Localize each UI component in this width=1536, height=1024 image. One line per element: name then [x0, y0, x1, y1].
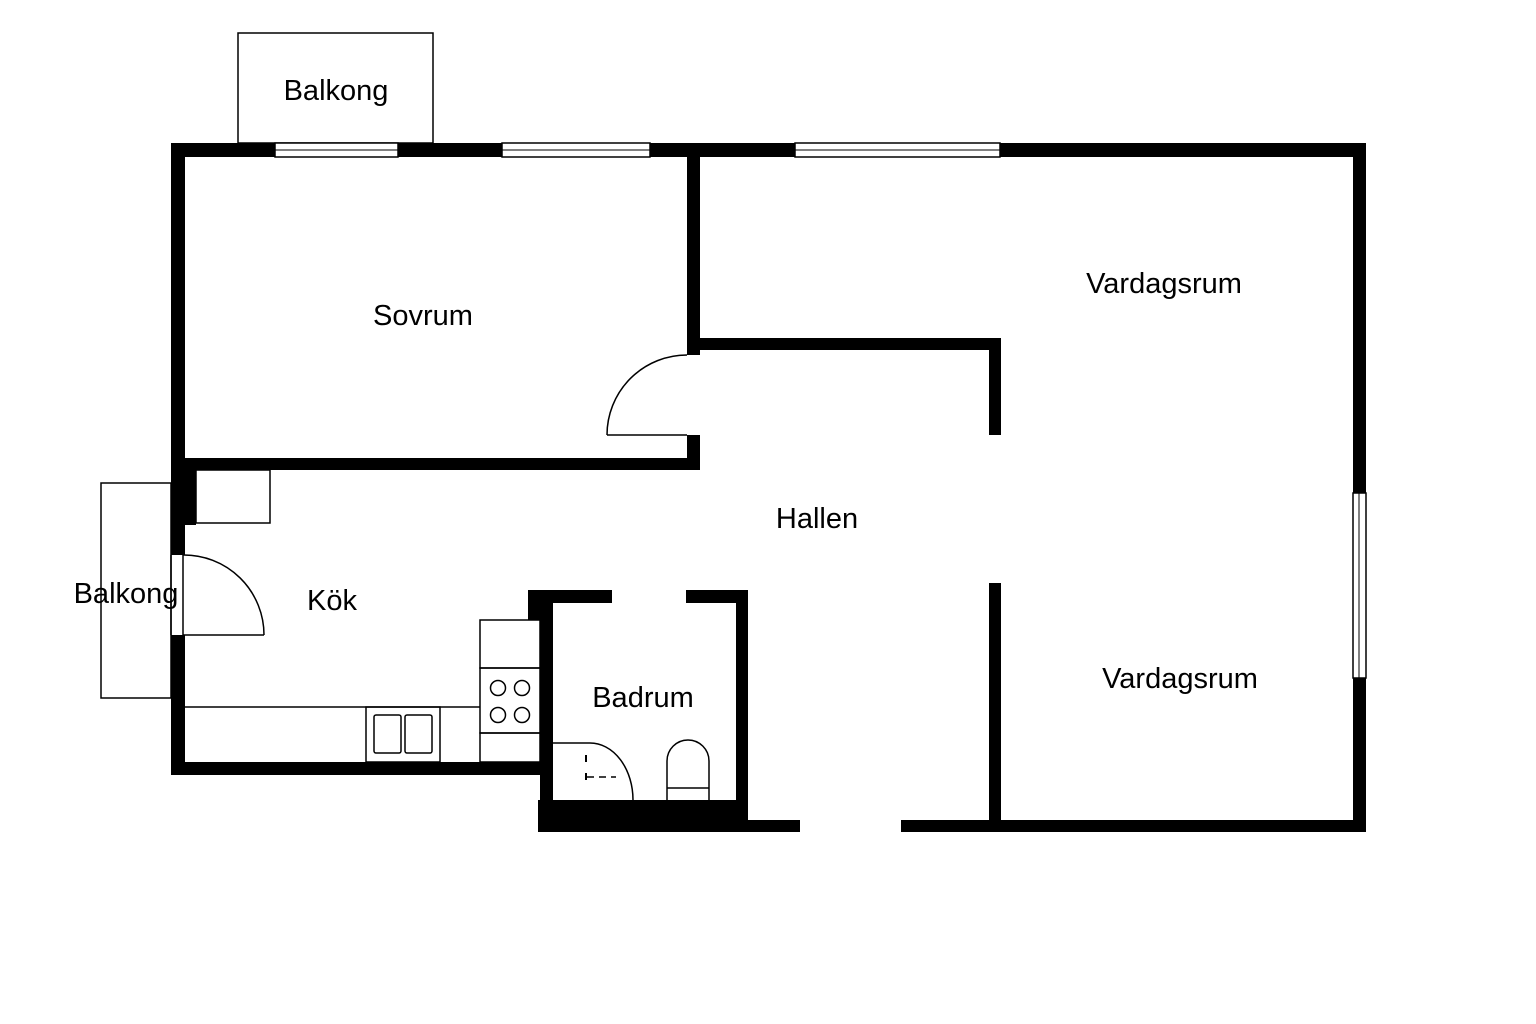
room-label-sovrum: Sovrum — [373, 300, 473, 332]
room-label-kok: Kök — [307, 585, 357, 617]
door-sovrum — [606, 354, 688, 436]
door-balkong — [170, 554, 265, 636]
room-label-balkong-top: Balkong — [284, 75, 389, 107]
room-label-vardagsrum-upper: Vardagsrum — [1086, 268, 1242, 300]
windows — [274, 142, 1367, 679]
kitchen-fixtures — [185, 469, 541, 763]
walls — [171, 143, 1366, 832]
bathroom-fixtures — [553, 739, 710, 801]
room-label-vardagsrum-lower: Vardagsrum — [1102, 663, 1258, 695]
room-label-balkong-left: Balkong — [74, 578, 179, 610]
room-label-badrum: Badrum — [592, 682, 694, 714]
room-label-hallen: Hallen — [776, 503, 858, 535]
